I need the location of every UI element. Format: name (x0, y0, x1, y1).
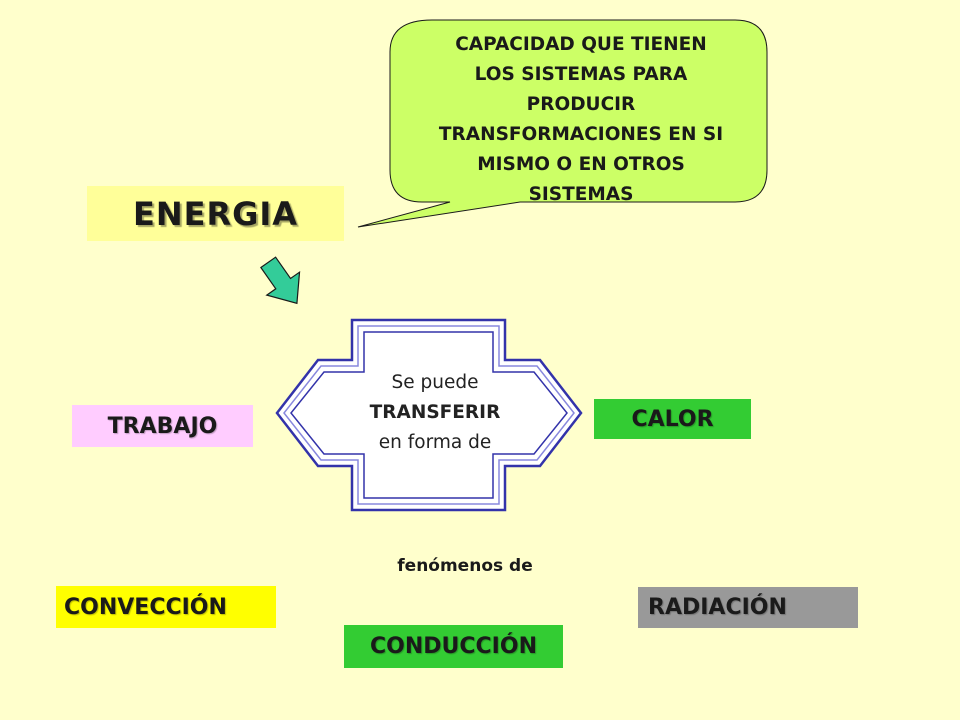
arrow-down-icon (260, 256, 301, 305)
conduccion-box: CONDUCCIÓN (344, 625, 563, 668)
definition-line: SISTEMAS (528, 184, 634, 205)
fenomenos-label: fenómenos de (397, 556, 533, 576)
conveccion-box: CONVECCIÓN (56, 586, 276, 628)
transfer-text: Se puede TRANSFERIR en forma de (340, 368, 530, 458)
definition-line: PRODUCIR (526, 94, 636, 115)
radiacion-box: RADIACIÓN (638, 587, 858, 628)
definition-line: CAPACIDAD QUE TIENEN (455, 34, 707, 55)
cross-arrow-icon (275, 318, 583, 512)
energy-definition: CAPACIDAD QUE TIENEN LOS SISTEMAS PARA P… (400, 30, 762, 205)
transfer-line-1: Se puede (391, 372, 479, 393)
transfer-line-2: TRANSFERIR (369, 402, 501, 423)
transfer-line-3: en forma de (378, 432, 492, 453)
energia-box: ENERGIA (87, 186, 344, 241)
definition-line: LOS SISTEMAS PARA (474, 64, 688, 85)
definition-line: MISMO O EN OTROS (477, 154, 685, 175)
speech-bubble (357, 19, 768, 228)
definition-line: TRANSFORMACIONES EN SI (438, 124, 724, 145)
trabajo-box: TRABAJO (72, 405, 253, 447)
calor-box: CALOR (594, 399, 751, 439)
